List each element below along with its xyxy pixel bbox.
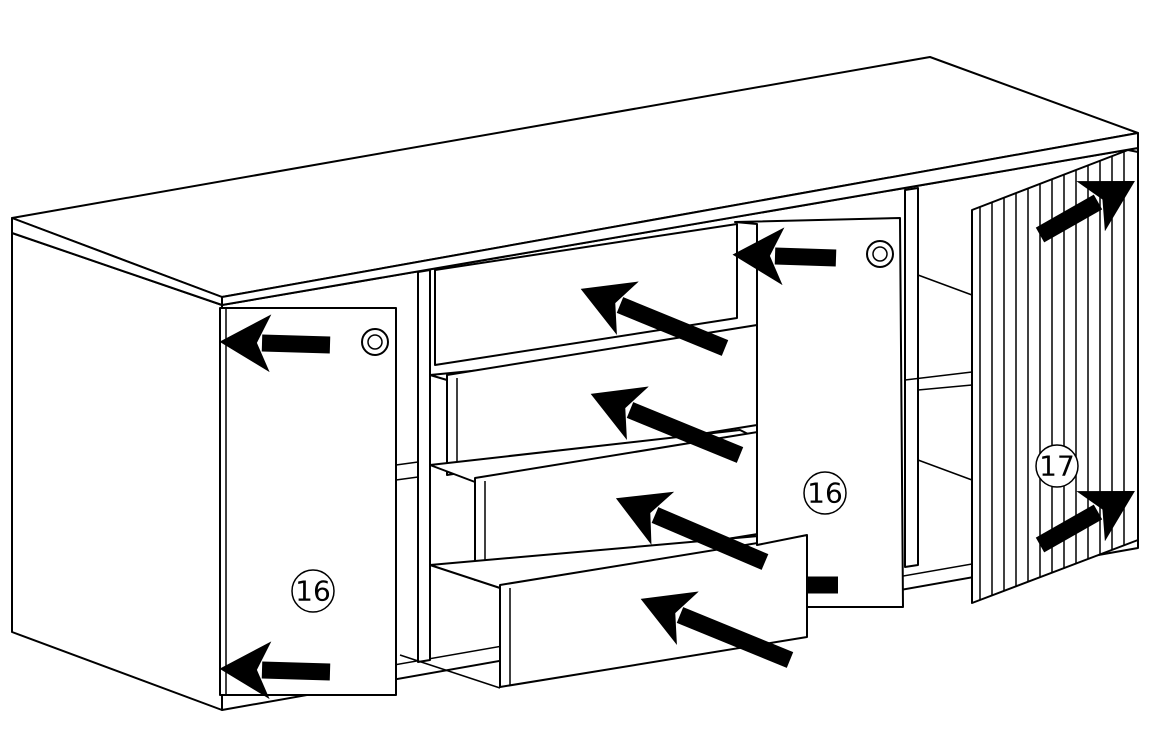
svg-text:16: 16 <box>295 575 331 608</box>
knob-icon <box>866 240 894 268</box>
fluted-door <box>971 149 1139 604</box>
right-door <box>734 217 904 608</box>
callout-16-left: 16 <box>291 569 335 613</box>
direction-arrows <box>219 180 1135 700</box>
arrow-icon <box>219 641 331 700</box>
arrow-icon <box>1035 180 1135 243</box>
arrow-icon <box>580 281 729 356</box>
callout-16-right: 16 <box>803 471 847 515</box>
svg-text:17: 17 <box>1039 450 1075 483</box>
arrow-icon <box>640 591 794 668</box>
arrow-icon <box>615 491 769 570</box>
knob-icon <box>361 328 389 356</box>
arrow-icon <box>219 314 331 373</box>
arrow-icon <box>1035 490 1135 553</box>
left-door <box>219 307 397 696</box>
arrow-icon <box>732 227 837 286</box>
arrow-icon <box>590 386 744 463</box>
callout-17: 17 <box>1035 444 1079 488</box>
svg-text:16: 16 <box>807 477 843 510</box>
